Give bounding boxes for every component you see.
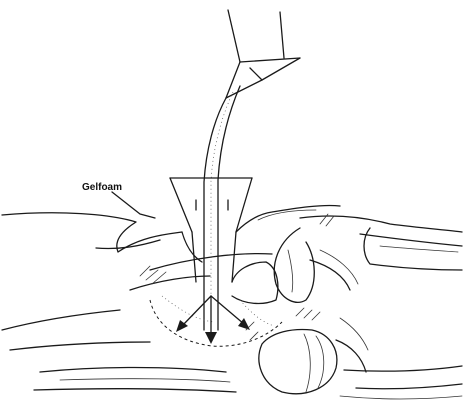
- phalanx-structure: [274, 216, 462, 302]
- catheter-hub: [226, 10, 300, 98]
- flow-arrows: [176, 296, 250, 344]
- flow-arrow-down: [205, 332, 217, 344]
- gelfoam-label: Gelfoam: [82, 182, 122, 193]
- metacarpal-head: [259, 318, 368, 394]
- gelfoam-label-group: Gelfoam: [82, 182, 155, 218]
- tissue-hatching: [140, 214, 334, 340]
- lower-bone-lines: [2, 310, 462, 399]
- skin-fold: [2, 205, 340, 262]
- catheter-tube: [204, 86, 240, 330]
